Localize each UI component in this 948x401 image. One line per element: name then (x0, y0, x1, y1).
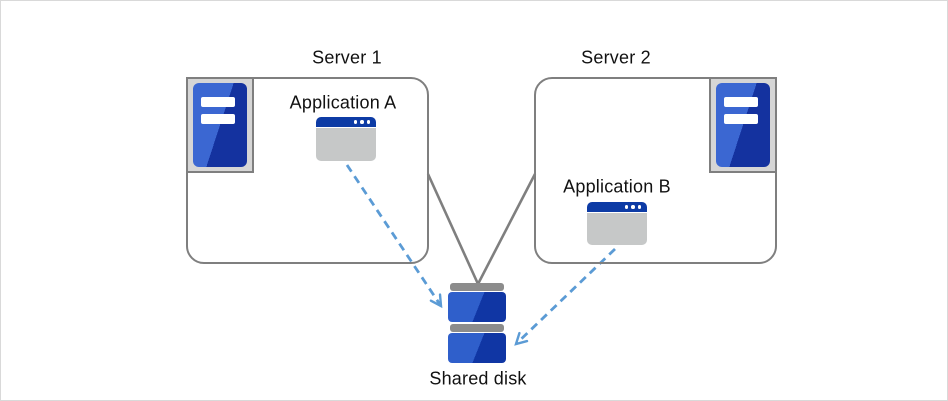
disk-unit (448, 292, 506, 322)
server-drive-slot (201, 97, 235, 107)
disk-stack-icon (448, 283, 506, 363)
app-window-titlebar (316, 117, 376, 127)
server-drive-slot (724, 97, 758, 107)
titlebar-dot (624, 205, 628, 209)
app-window-body (316, 128, 376, 161)
server-drive-slot (201, 114, 235, 124)
application-b-label: Application B (563, 176, 671, 197)
titlebar-dot (360, 120, 364, 124)
titlebar-dot (631, 205, 635, 209)
server1-label: Server 1 (312, 47, 382, 68)
app-window-body (587, 213, 647, 245)
shared-disk-label: Shared disk (429, 368, 527, 389)
server-drive-slot (724, 114, 758, 124)
disk-top-bar (450, 324, 504, 332)
application-window-icon (316, 117, 376, 161)
server-tower-icon (709, 77, 777, 173)
titlebar-dot (353, 120, 357, 124)
titlebar-dot (637, 205, 641, 209)
server-tower-body (716, 83, 770, 167)
server-tower-body (193, 83, 247, 167)
server-tower-icon (186, 77, 254, 173)
application-window-icon (587, 202, 647, 245)
disk-top-bar (450, 283, 504, 291)
application-a-label: Application A (289, 92, 397, 113)
titlebar-dot (366, 120, 370, 124)
server2-to-disk-line (476, 173, 537, 285)
server2-label: Server 2 (581, 47, 651, 68)
app-window-titlebar (587, 202, 647, 212)
server1-to-disk-line (426, 173, 480, 285)
disk-unit (448, 333, 506, 363)
